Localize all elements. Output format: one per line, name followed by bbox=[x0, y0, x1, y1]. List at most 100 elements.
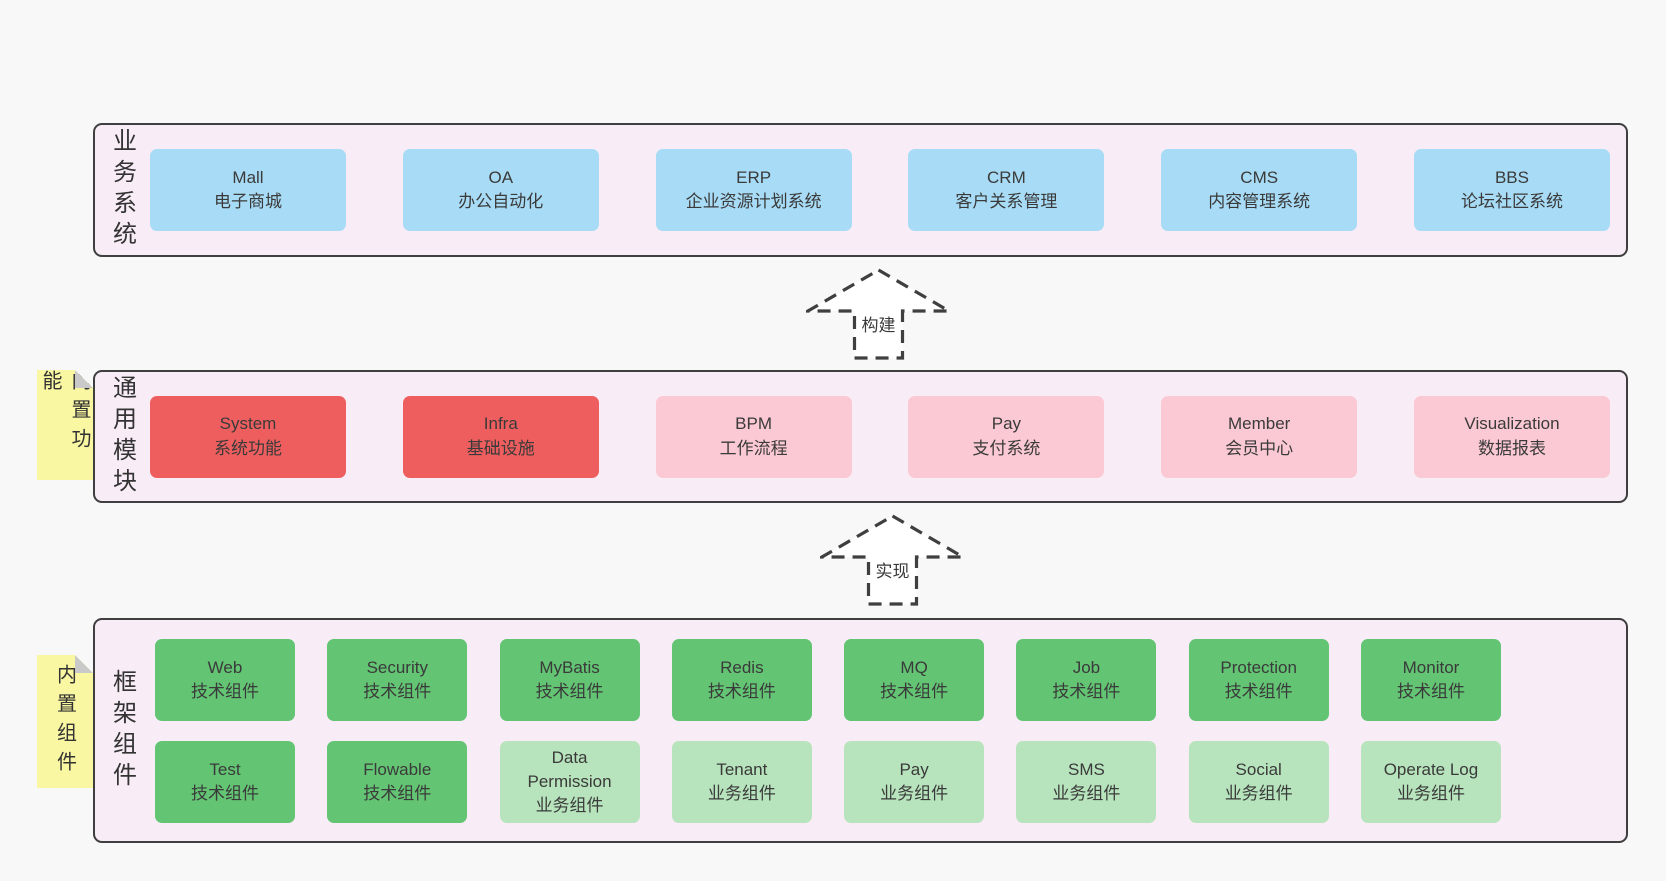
box-subtitle: 技术组件 bbox=[191, 784, 259, 803]
box-subtitle: 业务组件 bbox=[707, 784, 776, 803]
box-subtitle: 电子商城 bbox=[214, 192, 282, 211]
box-subtitle: 技术组件 bbox=[363, 784, 432, 803]
box-title: MyBatis bbox=[539, 657, 600, 677]
note-built-in-components: 内置组件 bbox=[37, 655, 93, 788]
box-title: OA bbox=[488, 167, 514, 187]
box-subtitle: 业务组件 bbox=[535, 796, 604, 816]
box-system: System 系统功能 bbox=[150, 395, 346, 478]
build-arrow: 构建 bbox=[806, 268, 951, 360]
box-title: Security bbox=[366, 657, 428, 677]
box-title: SMS bbox=[1067, 759, 1105, 779]
panel-business-label: 业务系统 bbox=[108, 128, 136, 252]
box-subtitle: 会员中心 bbox=[1225, 438, 1294, 458]
box-subtitle: 业务组件 bbox=[1396, 784, 1465, 803]
box-pay-component: Pay 业务组件 bbox=[844, 741, 985, 823]
box-infra: Infra 基础设施 bbox=[402, 395, 599, 478]
box-title: CMS bbox=[1240, 167, 1279, 187]
panel-common-modules: 通用模块 System 系统功能 Infra 基础设施 BPM 工作流程 Pay… bbox=[93, 370, 1628, 503]
box-erp: ERP 企业资源计划系统 bbox=[655, 149, 852, 231]
box-title: ERP bbox=[736, 167, 772, 187]
box-bpm: BPM 工作流程 bbox=[655, 395, 852, 478]
box-sms: SMS 业务组件 bbox=[1016, 741, 1157, 823]
box-title: BBS bbox=[1494, 167, 1529, 187]
box-subtitle: 业务组件 bbox=[1224, 784, 1293, 803]
box-subtitle: 办公自动化 bbox=[458, 192, 544, 211]
box-tenant: Tenant 业务组件 bbox=[671, 741, 812, 823]
components-row-2: Test 技术组件 Flowable 技术组件 Data Permission … bbox=[155, 741, 1501, 823]
box-bbs: BBS 论坛社区系统 bbox=[1413, 149, 1610, 231]
box-title: Mall bbox=[232, 167, 264, 187]
note-text: 内置组件 bbox=[53, 663, 76, 780]
box-security: Security 技术组件 bbox=[327, 639, 468, 721]
box-subtitle: 技术组件 bbox=[535, 682, 604, 701]
box-title: Redis bbox=[720, 657, 764, 677]
box-mybatis: MyBatis 技术组件 bbox=[499, 639, 640, 721]
box-member: Member 会员中心 bbox=[1161, 395, 1358, 478]
box-monitor: Monitor 技术组件 bbox=[1360, 639, 1501, 721]
implement-arrow: 实现 bbox=[820, 514, 965, 606]
box-flowable: Flowable 技术组件 bbox=[327, 741, 468, 823]
box-oa: OA 办公自动化 bbox=[402, 149, 599, 231]
box-subtitle: 数据报表 bbox=[1477, 438, 1546, 458]
box-data-permission: Data Permission 业务组件 bbox=[499, 741, 640, 823]
box-cms: CMS 内容管理系统 bbox=[1161, 149, 1358, 231]
implement-arrow-label: 实现 bbox=[871, 556, 914, 583]
components-row-1: Web 技术组件 Security 技术组件 MyBatis 技术组件 Redi… bbox=[155, 639, 1501, 721]
box-visualization: Visualization 数据报表 bbox=[1413, 395, 1610, 478]
box-title: Visualization bbox=[1464, 414, 1560, 434]
box-subtitle: 技术组件 bbox=[1052, 682, 1121, 701]
box-subtitle: 技术组件 bbox=[191, 682, 259, 701]
box-title: Job bbox=[1072, 657, 1101, 677]
box-crm: CRM 客户关系管理 bbox=[908, 149, 1105, 231]
box-title: CRM bbox=[987, 167, 1026, 187]
box-subtitle: 客户关系管理 bbox=[955, 192, 1058, 211]
box-title: Test bbox=[209, 759, 241, 779]
box-mq: MQ 技术组件 bbox=[844, 639, 985, 721]
box-title: Flowable bbox=[363, 759, 432, 779]
box-title: Infra bbox=[483, 414, 518, 434]
box-subtitle: 工作流程 bbox=[719, 438, 788, 458]
panel-framework-components: 框架组件 Web 技术组件 Security 技术组件 MyBatis 技术组件… bbox=[93, 618, 1628, 843]
box-subtitle: 基础设施 bbox=[466, 438, 535, 458]
box-title: Operate Log bbox=[1383, 759, 1479, 779]
components-rows: Web 技术组件 Security 技术组件 MyBatis 技术组件 Redi… bbox=[155, 639, 1501, 823]
box-subtitle: 论坛社区系统 bbox=[1460, 192, 1563, 211]
box-title: Pay bbox=[899, 759, 929, 779]
box-operate-log: Operate Log 业务组件 bbox=[1360, 741, 1501, 823]
box-protection: Protection 技术组件 bbox=[1188, 639, 1329, 721]
box-subtitle: 内容管理系统 bbox=[1208, 192, 1311, 211]
note-built-in-features: 内置功能 bbox=[37, 370, 93, 480]
box-title: Monitor bbox=[1402, 657, 1460, 677]
box-title: Pay bbox=[991, 414, 1022, 434]
box-pay-system: Pay 支付系统 bbox=[908, 395, 1105, 478]
panel-modules-label: 通用模块 bbox=[108, 374, 136, 499]
box-subtitle: 技术组件 bbox=[1396, 682, 1465, 701]
box-title: Data Permission bbox=[527, 747, 612, 791]
box-subtitle: 业务组件 bbox=[1052, 784, 1121, 803]
panel-business-systems: 业务系统 Mall 电子商城 OA 办公自动化 ERP 企业资源计划系统 CRM… bbox=[93, 123, 1628, 257]
box-social: Social 业务组件 bbox=[1188, 741, 1329, 823]
box-subtitle: 技术组件 bbox=[880, 682, 949, 701]
panel-components-label: 框架组件 bbox=[108, 668, 136, 793]
box-web: Web 技术组件 bbox=[155, 639, 295, 721]
box-title: BPM bbox=[735, 414, 773, 434]
box-subtitle: 系统功能 bbox=[214, 438, 282, 458]
modules-box-row: System 系统功能 Infra 基础设施 BPM 工作流程 Pay 支付系统… bbox=[150, 372, 1610, 501]
box-subtitle: 技术组件 bbox=[1224, 682, 1293, 701]
business-box-row: Mall 电子商城 OA 办公自动化 ERP 企业资源计划系统 CRM 客户关系… bbox=[150, 125, 1610, 255]
box-title: Protection bbox=[1220, 657, 1297, 677]
build-arrow-label: 构建 bbox=[857, 310, 900, 337]
box-subtitle: 业务组件 bbox=[880, 784, 949, 803]
box-test: Test 技术组件 bbox=[155, 741, 295, 823]
box-title: Web bbox=[207, 657, 243, 677]
box-redis: Redis 技术组件 bbox=[671, 639, 812, 721]
box-title: MQ bbox=[900, 657, 928, 677]
note-text: 内置功能 bbox=[39, 370, 90, 457]
box-mall: Mall 电子商城 bbox=[150, 149, 346, 231]
box-job: Job 技术组件 bbox=[1016, 639, 1157, 721]
box-subtitle: 技术组件 bbox=[707, 682, 776, 701]
box-subtitle: 支付系统 bbox=[972, 438, 1041, 458]
box-title: Tenant bbox=[716, 759, 768, 779]
note-fold-corner-icon bbox=[75, 370, 93, 388]
